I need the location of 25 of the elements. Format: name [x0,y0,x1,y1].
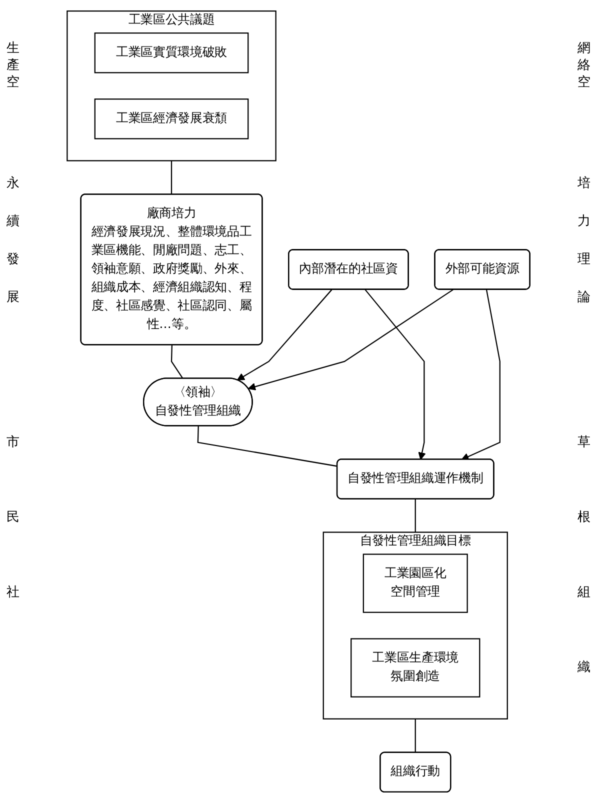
arrow [364,289,426,460]
side-label: 永續發展 [6,175,20,307]
process-box: 內部潛在的社區資 [288,249,409,290]
process-box: 廠商培力 經濟發展現況、整體環境品工業區機能、閒廠問題、志工、領袖意願、政府獎勵、外來、組織成本、經濟組織認知、程度、社區感覺、社區認同、屬性…等。 [80,194,263,346]
process-box: 工業區生產環境氛圍創造 [350,638,480,698]
connector-line [170,160,172,194]
connector-line [170,345,184,379]
side-label: 草根組織 [577,434,591,677]
side-label: 生產空 [6,40,20,91]
ellipse-node: 〈領袖〉 自發性管理組織 [142,378,253,426]
process-box: 工業區經濟發展衰頹 [94,98,249,140]
side-label: 網絡空 [577,40,591,91]
connector-line [197,426,338,467]
process-box: 工業區實質環境破敗 [94,32,249,74]
arrow [461,290,500,460]
process-box: 自發性管理組織運作機制 [336,458,494,500]
arrow [236,289,332,380]
process-box: 外部可能資源 [434,249,530,290]
side-label: 培力理論 [577,175,591,307]
connector-line [414,718,416,752]
process-box: 組織行動 [380,752,452,793]
process-box: 工業園區化空間管理 [362,554,468,613]
arrow [248,289,454,390]
connector-line [414,498,416,532]
side-label: 市民社 [6,434,20,602]
